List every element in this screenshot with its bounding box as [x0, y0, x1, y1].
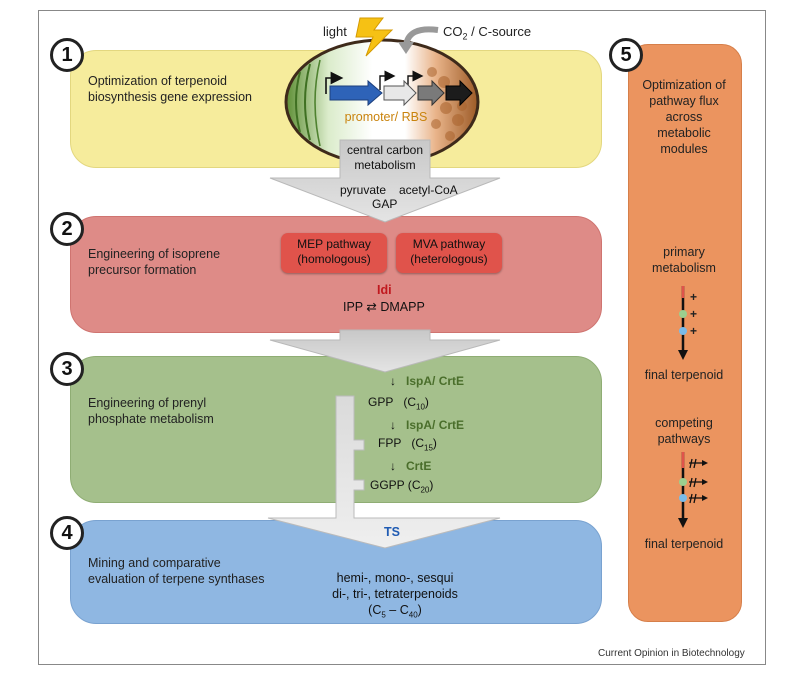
gap-label: GAP [372, 197, 398, 211]
enzyme-step2: ↓ IspA/ CrtE [390, 418, 465, 432]
step-number-2: 2 [50, 212, 84, 246]
promoter-label: promoter/ RBS [344, 110, 428, 124]
plus-mark-1: + [690, 290, 698, 304]
enzyme-step3: ↓ CrtE [390, 459, 432, 473]
ggpp-label: GGPP (C20) [370, 478, 434, 495]
figure-frame [38, 10, 766, 665]
fpp-label: FPP (C15) [378, 436, 437, 453]
light-label: light [323, 24, 347, 39]
terpenoid-products: hemi-, mono-, sesqui di-, tri-, tetrater… [332, 571, 458, 620]
acetyl-coa-label: acetyl-CoA [399, 183, 458, 197]
competing-flux-arrow [678, 452, 708, 528]
enzyme-step1: ↓ IspA/ CrtE [390, 374, 465, 388]
gpp-label: GPP (C10) [368, 395, 429, 412]
mva-pathway-box: MVA pathway(heterologous) [396, 233, 502, 273]
step-number-3: 3 [50, 352, 84, 386]
pyruvate-label: pyruvate [340, 183, 387, 197]
ipp-dmapp-label: IPP ⇄ DMAPP [343, 300, 425, 314]
gene-operon-icon [325, 70, 473, 107]
plus-mark-2: + [690, 307, 698, 321]
primary-flux-arrow [678, 286, 688, 360]
idi-label: Idi [377, 283, 392, 297]
plus-mark-3: + [690, 324, 698, 338]
mep-pathway-box: MEP pathway(homologous) [281, 233, 387, 273]
light-bolt-icon [355, 17, 394, 57]
final-terpenoid-label-2: final terpenoid [644, 537, 724, 551]
step-number-1: 1 [50, 38, 84, 72]
arrow-prenyl-to-synthase [267, 395, 501, 549]
arrow-precursor-to-prenyl [269, 329, 501, 373]
ts-label: TS [384, 525, 400, 539]
arrow-carbon-to-precursor [269, 139, 501, 223]
co2-label: CO2 / C-source [443, 24, 532, 42]
final-terpenoid-label-1: final terpenoid [644, 368, 724, 382]
journal-credit: Current Opinion in Biotechnology [598, 648, 745, 659]
step-number-4: 4 [50, 516, 84, 550]
step-number-5: 5 [609, 38, 643, 72]
